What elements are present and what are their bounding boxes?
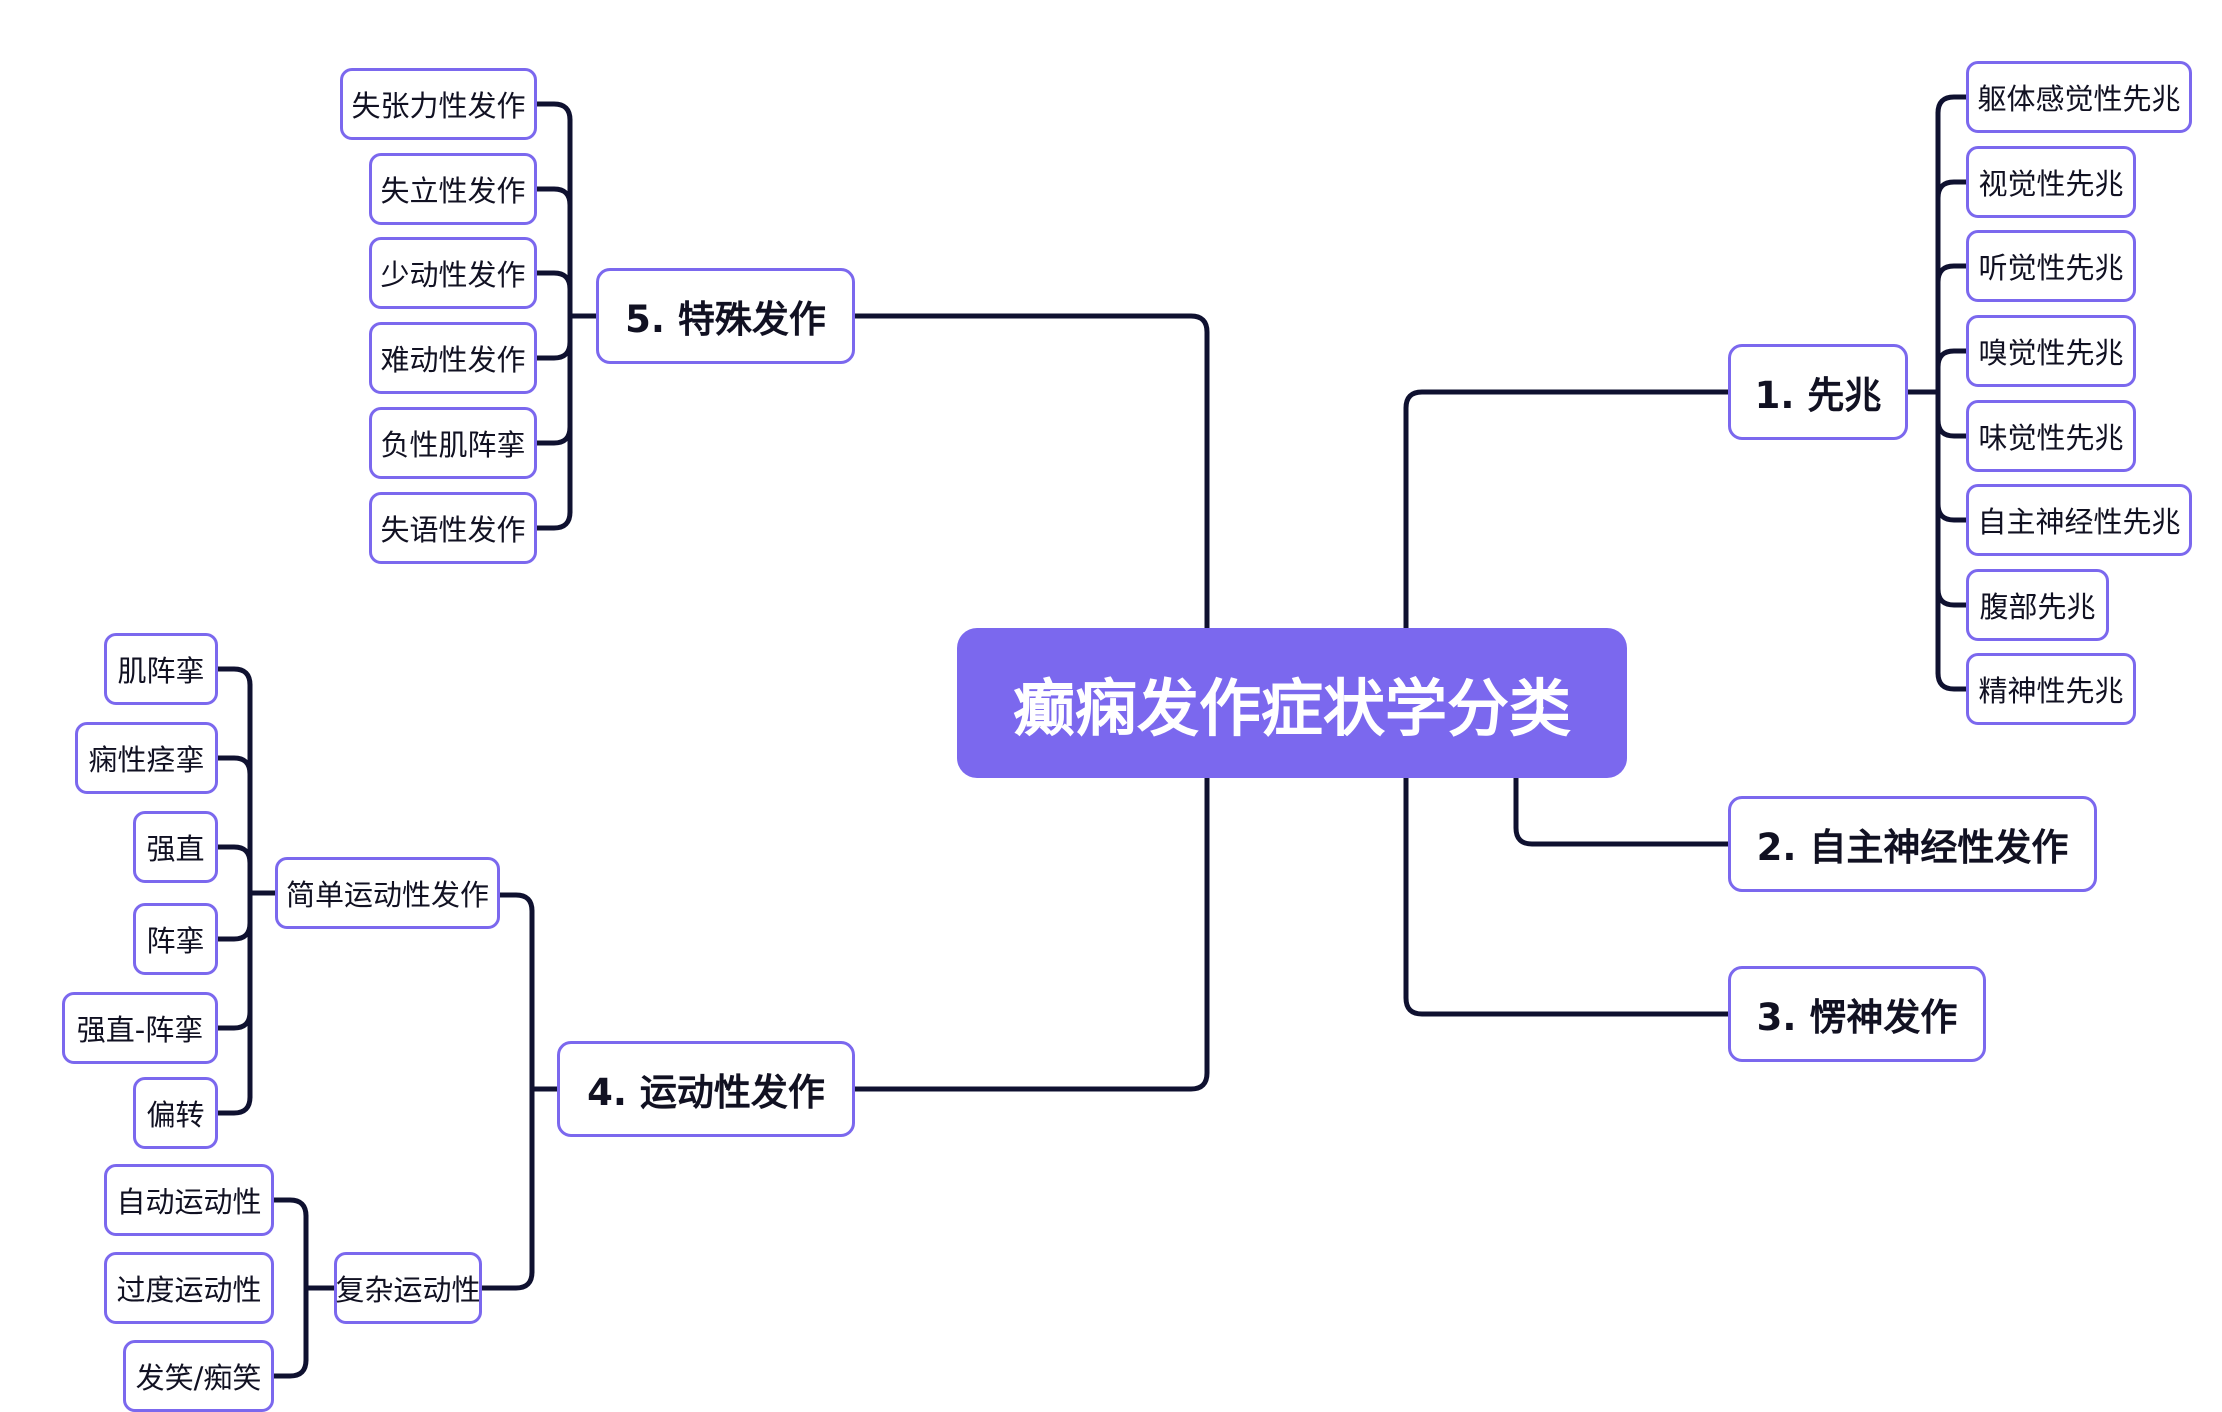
- link-root-dialeptic: [1403, 775, 1731, 1017]
- link-root-motor: [852, 775, 1210, 1092]
- link-root-special: [852, 313, 1210, 631]
- leaf-aphasic-seizure[interactable]: 失语性发作: [369, 492, 537, 564]
- leaf-automotor[interactable]: 自动运动性: [104, 1164, 274, 1236]
- leaf-visual-aura[interactable]: 视觉性先兆: [1966, 146, 2136, 218]
- branch-aura[interactable]: 1. 先兆: [1728, 344, 1908, 440]
- leaf-olfactory-aura[interactable]: 嗅觉性先兆: [1966, 315, 2136, 387]
- branch-autonomic-seizure[interactable]: 2. 自主神经性发作: [1728, 796, 2097, 892]
- leaf-gustatory-aura[interactable]: 味觉性先兆: [1966, 400, 2136, 472]
- leaf-myoclonus[interactable]: 肌阵挛: [104, 633, 218, 705]
- link-special-bracket: [567, 117, 599, 515]
- leaf-akinetic-seizure[interactable]: 难动性发作: [369, 322, 537, 394]
- leaf-versive[interactable]: 偏转: [133, 1077, 218, 1149]
- link-complex-bracket: [303, 1213, 337, 1363]
- leaf-epileptic-spasm[interactable]: 痫性痉挛: [75, 722, 218, 794]
- leaf-hypomotor-seizure[interactable]: 少动性发作: [369, 237, 537, 309]
- leaf-atonic-seizure[interactable]: 失张力性发作: [340, 68, 537, 140]
- node-simple-motor-seizure[interactable]: 简单运动性发作: [275, 857, 500, 929]
- leaf-clonic[interactable]: 阵挛: [133, 903, 218, 975]
- branch-motor-seizure[interactable]: 4. 运动性发作: [557, 1041, 855, 1137]
- leaf-abdominal-aura[interactable]: 腹部先兆: [1966, 569, 2109, 641]
- node-complex-motor-seizure[interactable]: 复杂运动性: [334, 1252, 482, 1324]
- branch-special-seizure[interactable]: 5. 特殊发作: [596, 268, 855, 364]
- leaf-gelastic[interactable]: 发笑/痴笑: [123, 1340, 274, 1412]
- root-topic[interactable]: 癫痫发作症状学分类: [957, 628, 1627, 778]
- leaf-negative-myoclonus[interactable]: 负性肌阵挛: [369, 407, 537, 479]
- link-motor-bracket: [529, 908, 560, 1275]
- link-root-aura: [1403, 389, 1731, 631]
- leaf-autonomic-aura[interactable]: 自主神经性先兆: [1966, 484, 2192, 556]
- branch-dialeptic-seizure[interactable]: 3. 愣神发作: [1728, 966, 1986, 1062]
- leaf-tonic-clonic[interactable]: 强直-阵挛: [62, 992, 218, 1064]
- leaf-astatic-seizure[interactable]: 失立性发作: [369, 153, 537, 225]
- leaf-psychic-aura[interactable]: 精神性先兆: [1966, 653, 2136, 725]
- link-simple-bracket: [247, 682, 278, 1100]
- link-root-autonomic: [1513, 775, 1731, 847]
- leaf-hypermotor[interactable]: 过度运动性: [104, 1252, 274, 1324]
- leaf-somatosensory-aura[interactable]: 躯体感觉性先兆: [1966, 61, 2192, 133]
- leaf-auditory-aura[interactable]: 听觉性先兆: [1966, 230, 2136, 302]
- leaf-tonic[interactable]: 强直: [133, 811, 218, 883]
- link-aura-bracket: [1905, 110, 1941, 676]
